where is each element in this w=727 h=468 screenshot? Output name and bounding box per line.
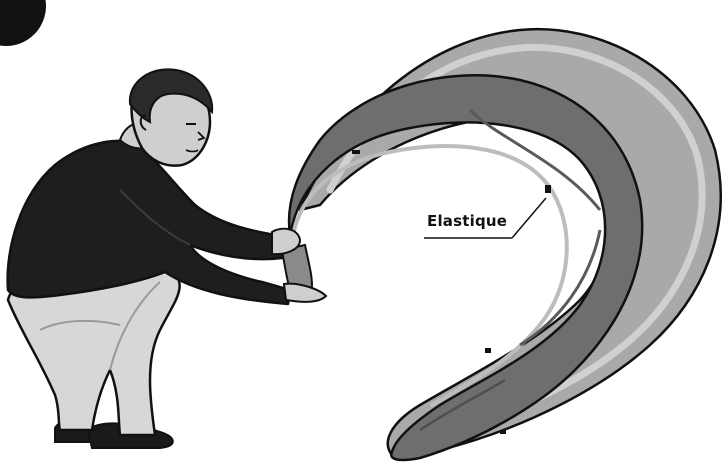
elastique-callout-label: Elastique	[427, 212, 507, 230]
person-figure	[8, 69, 326, 448]
step-badge-icon	[0, 0, 46, 46]
tent-hoop-inner	[282, 75, 642, 460]
